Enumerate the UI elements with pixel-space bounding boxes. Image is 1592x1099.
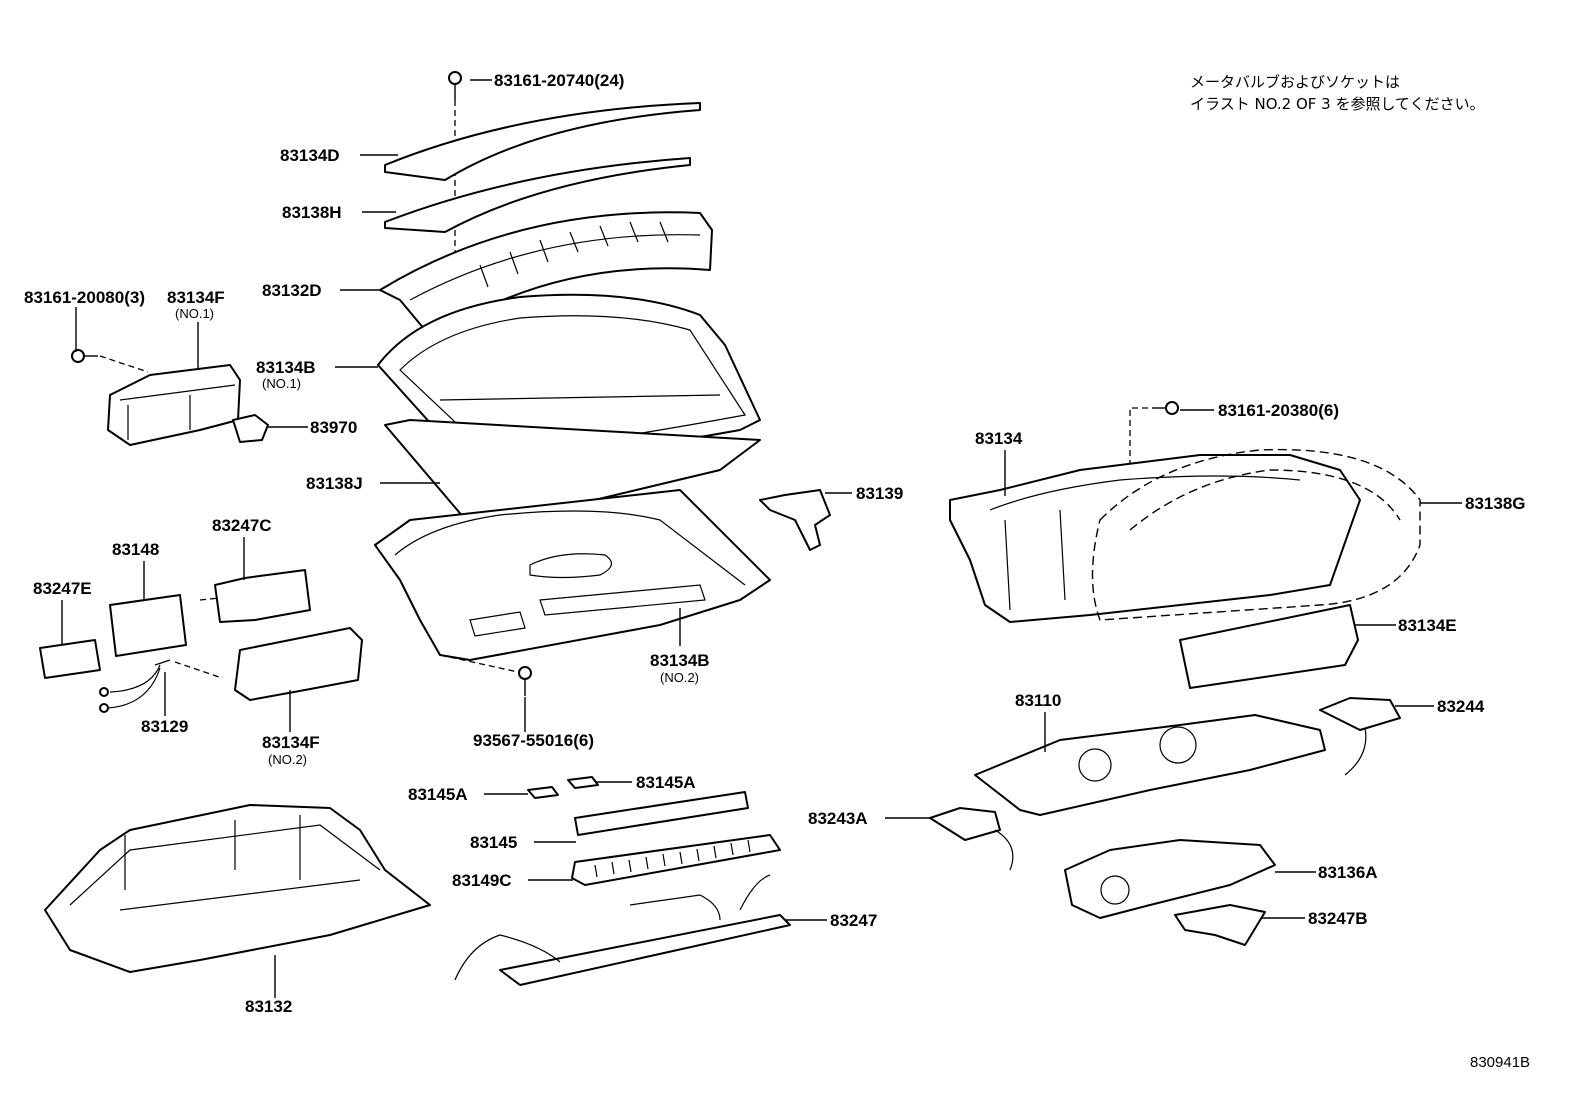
part-83138G-shape <box>1091 448 1421 621</box>
label-83129: 83129 <box>141 717 188 736</box>
part-83136A-shape <box>1064 839 1276 919</box>
illustration-code: 830941B <box>1470 1054 1530 1071</box>
label-83134B-no2-sub: (NO.2) <box>660 670 699 685</box>
bolt-bottom-part <box>439 654 532 696</box>
label-83247E: 83247E <box>33 579 92 598</box>
label-83970: 83970 <box>310 418 357 437</box>
label-83134B-no2: 83134B <box>650 651 710 670</box>
label-bolt-top: 83161-20740(24) <box>494 71 624 90</box>
label-83138G: 83138G <box>1465 494 1526 513</box>
note-line-1: メータバルブおよびソケットは <box>1190 73 1400 91</box>
part-83145-shape <box>574 791 749 836</box>
part-83247B-shape <box>1174 904 1266 946</box>
label-83134B-no1-sub: (NO.1) <box>262 376 301 391</box>
label-83132D: 83132D <box>262 281 322 300</box>
part-83149C-shape <box>571 834 781 886</box>
part-83145A-2-shape <box>567 776 599 789</box>
bolt-left-part <box>71 349 149 373</box>
note-line-2: イラスト NO.2 OF 3 を参照してください。 <box>1190 95 1485 113</box>
label-83138H: 83138H <box>282 203 342 222</box>
label-bolt-bottom: 93567-55016(6) <box>473 731 594 750</box>
label-83145: 83145 <box>470 833 517 852</box>
label-83149C: 83149C <box>452 871 512 890</box>
label-83134F-no2: 83134F <box>262 733 320 752</box>
label-83139: 83139 <box>856 484 903 503</box>
part-83132-shape <box>44 804 431 973</box>
part-83110-shape <box>974 714 1326 816</box>
label-83134B-no1: 83134B <box>256 358 316 377</box>
part-83243A-shape <box>929 807 1014 871</box>
label-83134F-no2-sub: (NO.2) <box>268 752 307 767</box>
part-83134B-no2-shape <box>374 489 771 661</box>
label-83134F-no1-sub: (NO.1) <box>175 306 214 321</box>
part-83148-shape <box>109 594 187 657</box>
leader-lines <box>61 79 1462 998</box>
part-83970-shape <box>232 414 269 443</box>
part-83134E-shape <box>1179 604 1359 689</box>
label-bolt-right: 83161-20380(6) <box>1218 401 1339 420</box>
label-bolt-left: 83161-20080(3) <box>24 288 145 307</box>
label-83134D: 83134D <box>280 146 340 165</box>
label-83136A: 83136A <box>1318 863 1378 882</box>
part-83247C-shape <box>214 569 311 623</box>
part-83134F-no1-shape <box>107 364 241 446</box>
label-83134F-no1: 83134F <box>167 288 225 307</box>
label-83148: 83148 <box>112 540 159 559</box>
label-83243A: 83243A <box>808 809 868 828</box>
part-83244-shape <box>1319 697 1401 776</box>
label-83145A-2: 83145A <box>636 773 696 792</box>
label-83110: 83110 <box>1015 691 1061 710</box>
part-83139-shape <box>759 489 831 551</box>
label-83132: 83132 <box>245 997 292 1016</box>
part-83134D-shape <box>384 102 701 181</box>
label-83244: 83244 <box>1437 697 1485 716</box>
part-83138H-shape <box>384 157 691 233</box>
part-83134F-no2-shape <box>234 627 363 701</box>
label-83145A-1: 83145A <box>408 785 468 804</box>
label-83247C: 83247C <box>212 516 272 535</box>
part-83134-shape <box>949 454 1361 623</box>
part-83247E-shape <box>39 639 101 679</box>
part-83129-shape <box>99 659 223 713</box>
label-83138J: 83138J <box>306 474 363 493</box>
label-83134: 83134 <box>975 429 1023 448</box>
label-83247B: 83247B <box>1308 909 1368 928</box>
label-83247: 83247 <box>830 911 877 930</box>
part-83247-shape <box>454 874 791 986</box>
note-block: メータバルブおよびソケットは イラスト NO.2 OF 3 を参照してください。 <box>1190 73 1485 113</box>
label-83134E: 83134E <box>1398 616 1457 635</box>
part-83145A-1-shape <box>527 786 559 799</box>
